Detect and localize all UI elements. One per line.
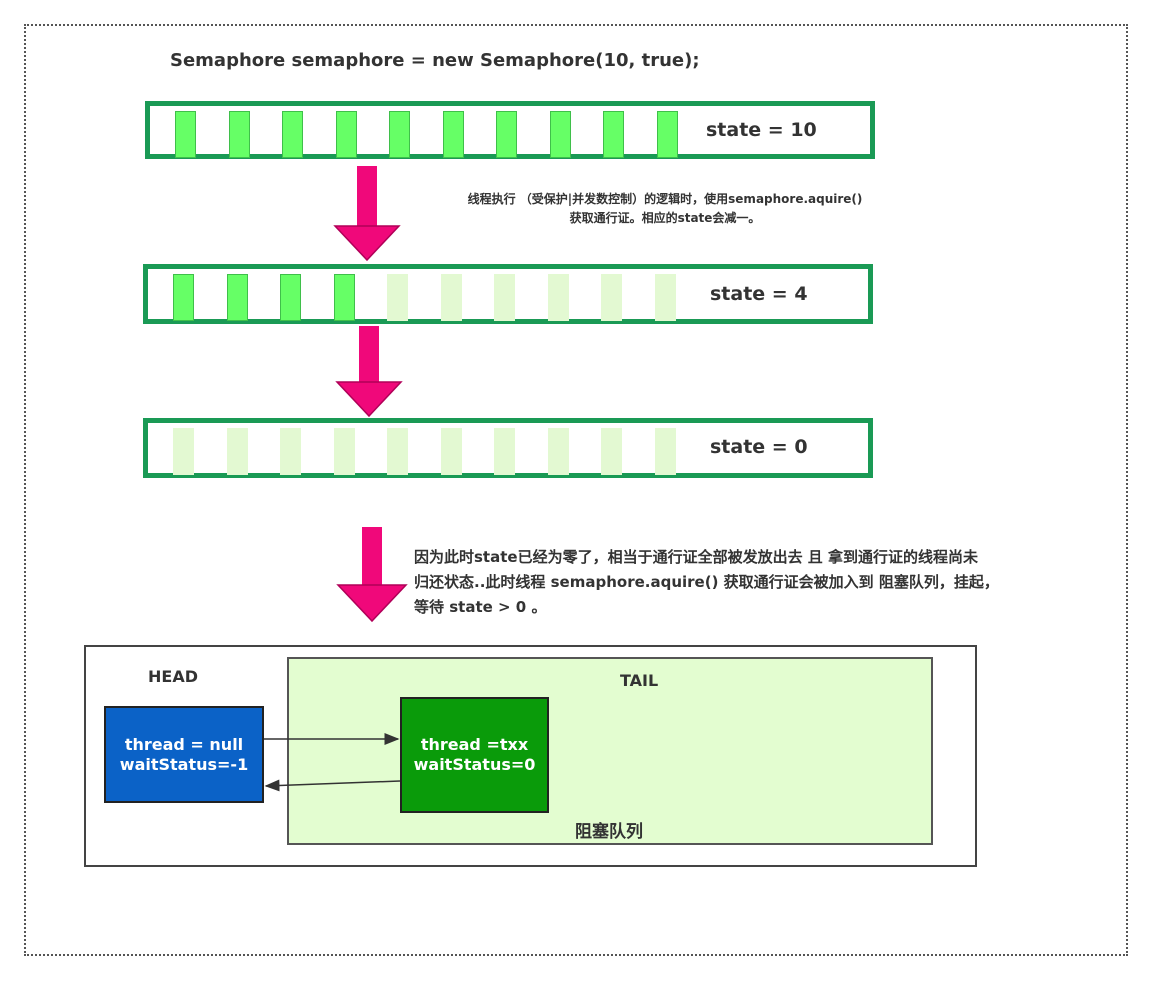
diagram-frame [24,24,1128,956]
permit-available [442,111,464,158]
permit-bar-2 [143,264,873,324]
permit-taken [333,428,355,475]
blocking-queue-area [287,657,933,845]
permit-available [228,111,250,158]
permit-taken [440,428,462,475]
note-blocked-line-3: 等待 state > 0 。 [414,598,547,616]
permit-taken [440,274,462,321]
permit-available [496,111,517,158]
state-label-3: state = 0 [710,436,808,458]
note-acquire-line-2: 获取通行证。相应的state会减一。 [569,211,761,225]
state-label-1: state = 10 [706,119,817,141]
note-blocked-line-1: 因为此时state已经为零了，相当于通行证全部被发放出去 且 拿到通行证的线程尚… [414,548,979,566]
head-node-status: waitStatus=-1 [119,754,249,774]
txx-node: thread =txx waitStatus=0 [400,697,549,813]
permit-bar-1 [145,101,875,159]
permit-available [173,274,194,321]
permit-available [335,111,357,158]
note-acquire: 线程执行 （受保护|并发数控制）的逻辑时，使用semaphore.aquire(… [395,190,935,228]
txx-node-status: waitStatus=0 [413,755,536,774]
note-blocked: 因为此时state已经为零了，相当于通行证全部被发放出去 且 拿到通行证的线程尚… [414,545,1074,620]
down-arrow-icon [335,326,403,418]
permit-available [175,111,196,158]
permit-available [280,274,301,321]
permit-available [549,111,571,158]
down-arrow-icon [336,527,408,623]
permit-available [282,111,303,158]
permit-taken [387,428,408,475]
permit-taken [547,428,569,475]
permit-taken [547,274,569,321]
permit-available [333,274,355,321]
down-arrow-icon [333,166,401,262]
permit-taken [387,274,408,321]
permit-taken [280,428,301,475]
permit-available [603,111,624,158]
note-blocked-line-2: 归还状态..此时线程 semaphore.aquire() 获取通行证会被加入到… [414,573,999,591]
tail-label: TAIL [620,671,659,690]
permit-taken [494,428,515,475]
head-node: thread = null waitStatus=-1 [104,706,264,803]
permit-available [389,111,410,158]
permit-taken [173,428,194,475]
note-acquire-line-1: 线程执行 （受保护|并发数控制）的逻辑时，使用semaphore.aquire(… [467,192,863,206]
head-node-thread: thread = null [124,734,244,754]
permit-taken [654,274,676,321]
permit-taken [226,428,248,475]
permit-taken [494,274,515,321]
head-label: HEAD [148,667,198,686]
state-label-2: state = 4 [710,283,808,305]
blocking-queue-label: 阻塞队列 [575,822,643,842]
permit-taken [654,428,676,475]
permit-taken [601,428,622,475]
prev-link [264,779,401,792]
permit-bar-3 [143,418,873,478]
permit-available [226,274,248,321]
permit-taken [601,274,622,321]
permit-available [656,111,678,158]
code-line: Semaphore semaphore = new Semaphore(10, … [170,50,700,71]
txx-node-thread: thread =txx [420,735,529,754]
